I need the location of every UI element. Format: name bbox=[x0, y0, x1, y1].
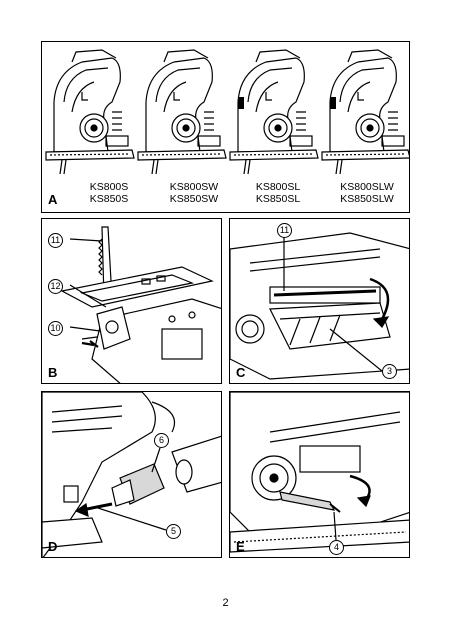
model-line: KS850S bbox=[89, 193, 129, 205]
callout-10: 10 bbox=[48, 321, 63, 336]
callout-6: 6 bbox=[154, 433, 169, 448]
chip-guard-illustration bbox=[230, 232, 409, 380]
panel-letter: A bbox=[48, 192, 58, 207]
panel-c: 11 3 C bbox=[229, 218, 410, 384]
jigsaw-models-illustration bbox=[45, 49, 409, 175]
model-line: KS850SLW bbox=[340, 193, 394, 205]
callout-5: 5 bbox=[166, 524, 181, 539]
panel-letter: D bbox=[48, 539, 58, 554]
dust-extraction-illustration bbox=[42, 392, 221, 557]
blade-release-lever-illustration bbox=[230, 392, 409, 553]
model-line: KS850SW bbox=[169, 193, 219, 205]
model-line: KS800S bbox=[89, 181, 129, 193]
callout-3: 3 bbox=[382, 364, 397, 379]
blade-installation-illustration bbox=[60, 226, 221, 383]
callout-12: 12 bbox=[48, 279, 63, 294]
model-label-1: KS800S KS850S bbox=[64, 181, 154, 205]
panel-letter: C bbox=[236, 365, 246, 380]
callout-11: 11 bbox=[277, 223, 292, 238]
model-line: KS850SL bbox=[255, 193, 301, 205]
panel-b: 11 12 10 B bbox=[41, 218, 222, 384]
model-label-3: KS800SL KS850SL bbox=[233, 181, 323, 205]
callout-4: 4 bbox=[329, 540, 344, 555]
model-label-2: KS800SW KS850SW bbox=[149, 181, 239, 205]
callout-11: 11 bbox=[48, 233, 63, 248]
panel-letter: B bbox=[48, 365, 58, 380]
panel-d: 6 5 D bbox=[41, 391, 222, 558]
model-line: KS800SL bbox=[255, 181, 301, 193]
page-number: 2 bbox=[222, 597, 229, 609]
panel-e: 4 E bbox=[229, 391, 410, 558]
model-label-4: KS800SLW KS850SLW bbox=[322, 181, 409, 205]
model-line: KS800SW bbox=[169, 181, 219, 193]
panel-a: A KS800S KS850S KS800SW KS850SW KS800SL … bbox=[41, 41, 410, 213]
panel-letter: E bbox=[236, 539, 245, 554]
model-line: KS800SLW bbox=[340, 181, 394, 193]
